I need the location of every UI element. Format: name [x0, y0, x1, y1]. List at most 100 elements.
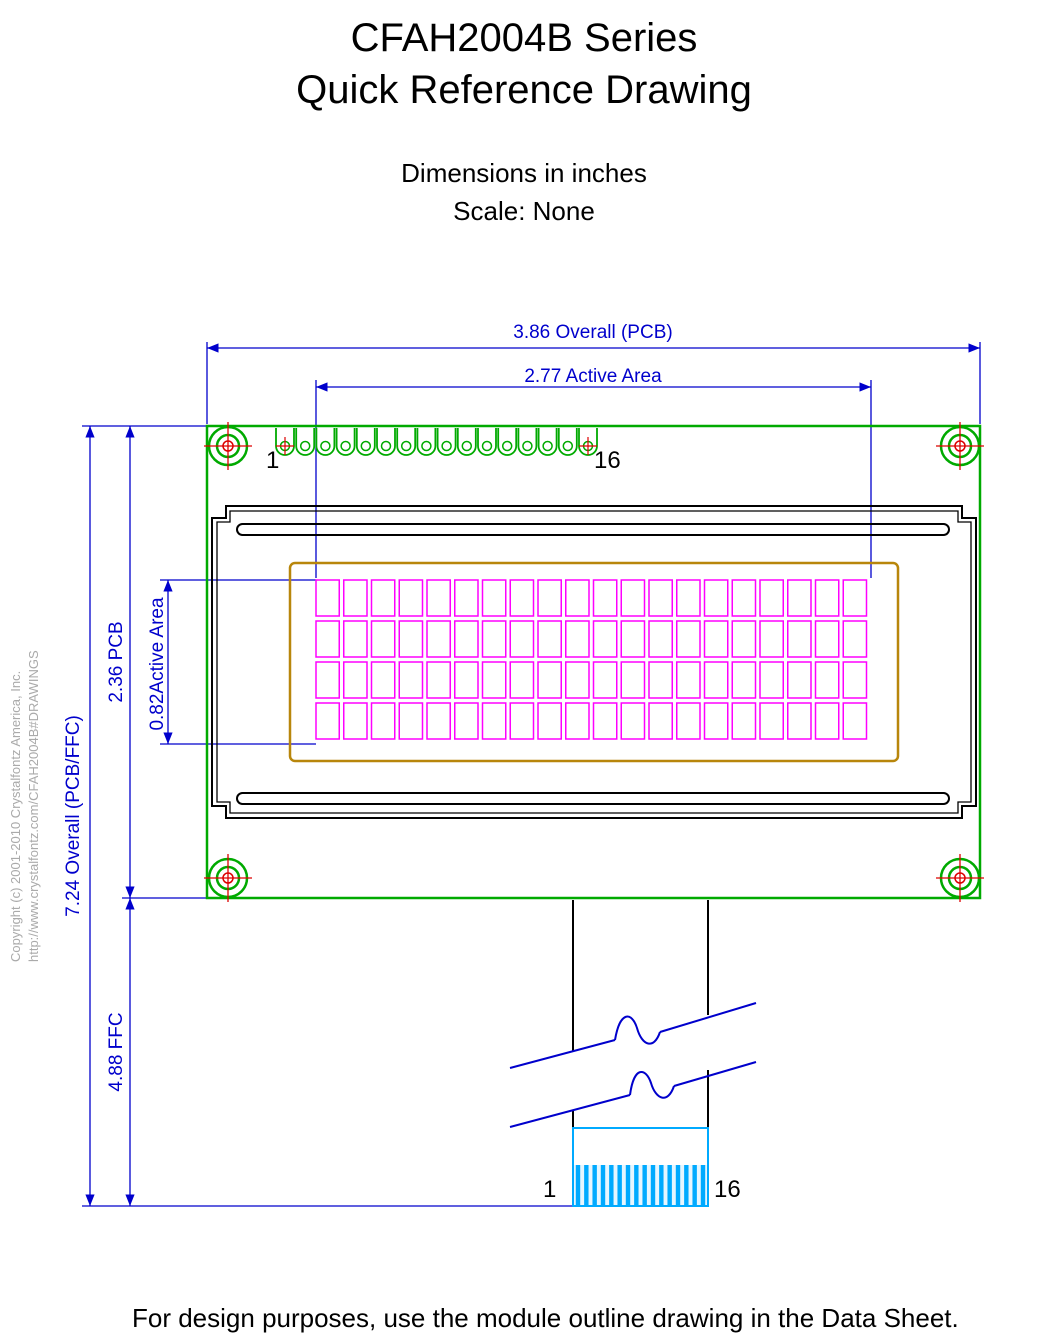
character-cell: [509, 579, 535, 617]
character-cell: [398, 579, 424, 617]
active-height-dimension: [160, 579, 316, 745]
character-cell: [814, 661, 840, 699]
character-cell: [648, 661, 673, 699]
ffc-contact: [700, 1165, 706, 1205]
ffc-contact: [667, 1165, 672, 1205]
character-cell: [842, 579, 868, 617]
character-cell: [759, 620, 784, 658]
header-pin: [376, 428, 396, 456]
character-grid: [315, 579, 868, 740]
character-cell: [343, 661, 368, 699]
character-cell: [370, 579, 396, 617]
title-line-1: CFAH2004B Series: [350, 16, 698, 60]
character-cell: [676, 579, 701, 617]
character-cell: [315, 661, 340, 699]
character-cell: [787, 661, 812, 699]
character-cell: [315, 579, 340, 617]
character-cell: [454, 620, 479, 658]
bezel: [211, 505, 977, 819]
character-cell: [454, 579, 479, 617]
header-pin: [315, 428, 336, 456]
character-cell: [592, 702, 618, 740]
header-pin: [517, 428, 538, 456]
character-cell: [787, 702, 812, 740]
ffc-stiffener: [572, 1127, 709, 1207]
character-cell: [370, 661, 396, 699]
ffc-contact: [609, 1165, 614, 1205]
character-cell: [648, 702, 673, 740]
character-cell: [620, 702, 646, 740]
character-cell: [731, 661, 757, 699]
character-cell: [481, 661, 507, 699]
character-cell: [842, 702, 868, 740]
character-cell: [759, 579, 784, 617]
character-cell: [620, 620, 646, 658]
overall-height-label: 7.24 Overall (PCB/FFC): [63, 715, 84, 917]
ffc-contact: [692, 1165, 697, 1205]
character-cell: [676, 620, 701, 658]
character-cell: [787, 579, 812, 617]
pcb-height-dimension: [122, 426, 207, 899]
character-cell: [398, 702, 424, 740]
footer-note: For design purposes, use the module outl…: [132, 1303, 959, 1333]
overall-width-label: 3.86 Overall (PCB): [513, 322, 672, 343]
character-cell: [509, 620, 535, 658]
mounting-hole: [936, 422, 984, 470]
ffc-contact: [600, 1165, 606, 1205]
header-pin: [396, 428, 417, 456]
character-cell: [481, 579, 507, 617]
character-cell: [426, 579, 451, 617]
character-cell: [565, 702, 590, 740]
header-pin: [436, 428, 457, 456]
character-cell: [343, 702, 368, 740]
character-cell: [703, 579, 729, 617]
header-pin: [335, 428, 356, 456]
active-width-dimension: [315, 380, 872, 578]
units-note: Dimensions in inches: [401, 158, 647, 188]
character-cell: [454, 661, 479, 699]
header-pin: [275, 428, 295, 456]
character-cell: [703, 661, 729, 699]
ffc-contact: [575, 1165, 581, 1205]
character-cell: [454, 702, 479, 740]
character-cell: [842, 620, 868, 658]
character-cell: [814, 579, 840, 617]
active-width-label: 2.77 Active Area: [524, 366, 662, 387]
character-cell: [787, 620, 812, 658]
ffc-cable: [572, 900, 709, 1128]
ffc-contact: [684, 1165, 689, 1205]
character-cell: [814, 620, 840, 658]
character-cell: [731, 620, 757, 658]
ffc-contact: [642, 1165, 647, 1205]
character-cell: [565, 620, 590, 658]
character-cell: [592, 661, 618, 699]
character-cell: [842, 661, 868, 699]
character-cell: [343, 620, 368, 658]
header-pins: [275, 428, 598, 456]
header-pin: [295, 428, 316, 456]
character-cell: [676, 661, 701, 699]
character-cell: [537, 579, 562, 617]
character-cell: [481, 620, 507, 658]
ffc-contact: [675, 1165, 681, 1205]
copyright-line-2: http://www.crystalfontz.com/CFAH2004B#DR…: [26, 650, 41, 962]
ffc-pin-1-label: 1: [543, 1176, 556, 1203]
header-pin: [557, 428, 578, 456]
character-cell: [398, 661, 424, 699]
ffc-contact: [584, 1165, 589, 1205]
character-cell: [703, 620, 729, 658]
header-pin: [456, 428, 477, 456]
character-cell: [592, 579, 618, 617]
scale-note: Scale: None: [453, 196, 595, 226]
cable-break-symbol: [509, 1002, 757, 1128]
character-cell: [676, 702, 701, 740]
overall-width-dimension: [206, 342, 981, 424]
character-cell: [537, 661, 562, 699]
pin-1-label: 1: [266, 447, 279, 474]
ffc-contacts: [574, 1165, 707, 1205]
character-cell: [509, 661, 535, 699]
character-cell: [481, 702, 507, 740]
character-cell: [537, 620, 562, 658]
ffc-length-label: 4.88 FFC: [106, 1012, 127, 1091]
copyright-line-1: Copyright (c) 2001-2010 Crystalfontz Ame…: [8, 671, 23, 962]
